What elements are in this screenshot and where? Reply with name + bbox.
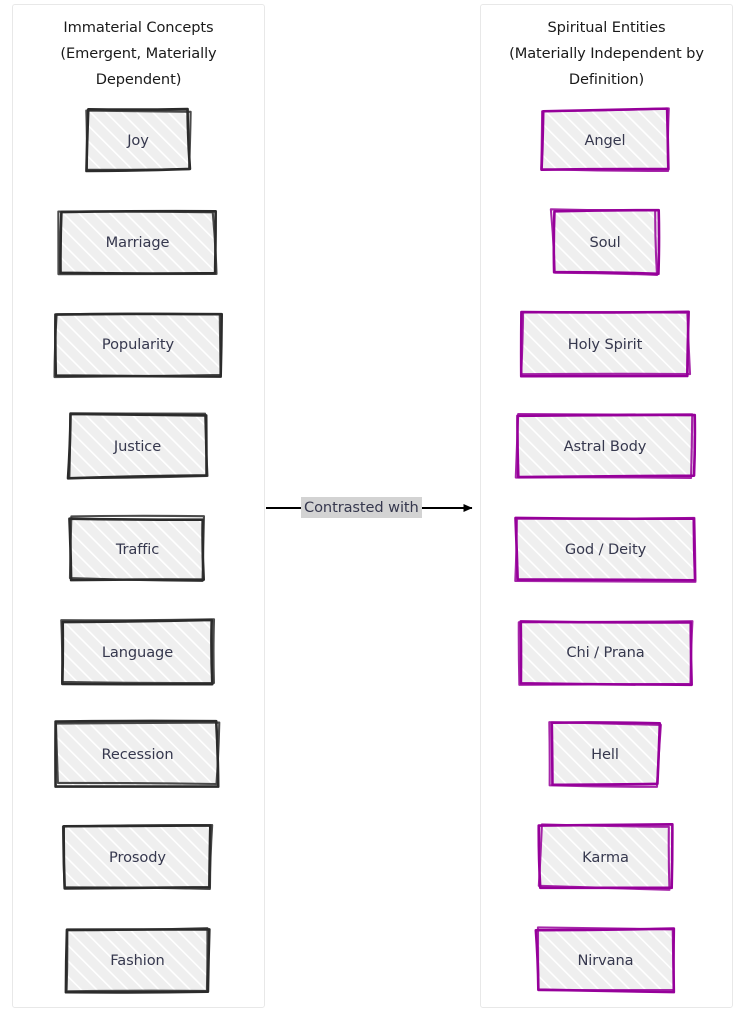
edge-label-contrasted-with: Contrasted with <box>301 497 422 518</box>
node-label: Hell <box>591 745 619 763</box>
subgraph-right-title: Spiritual Entities (Materially Independe… <box>509 19 704 88</box>
node-label: Recession <box>101 745 174 763</box>
node-label: Soul <box>589 233 621 251</box>
node-popularity[interactable]: Popularity <box>53 312 223 379</box>
node-recession[interactable]: Recession <box>54 719 221 788</box>
node-marriage[interactable]: Marriage <box>57 209 218 276</box>
node-label: Nirvana <box>577 951 634 969</box>
node-angel[interactable]: Angel <box>540 107 670 173</box>
node-label: Fashion <box>110 951 165 969</box>
node-label: Traffic <box>115 540 160 558</box>
node-hell[interactable]: Hell <box>548 721 662 788</box>
node-label: Astral Body <box>563 437 647 455</box>
node-language[interactable]: Language <box>60 618 216 686</box>
subgraph-left-title: Immaterial Concepts (Emergent, Materiall… <box>60 19 217 88</box>
node-joy[interactable]: Joy <box>85 107 192 173</box>
node-traffic[interactable]: Traffic <box>68 514 206 582</box>
node-chi-prana[interactable]: Chi / Prana <box>517 620 694 687</box>
node-label: Popularity <box>101 335 175 353</box>
node-label: Language <box>101 643 174 661</box>
node-label: Joy <box>127 131 149 149</box>
node-label: Angel <box>584 131 626 149</box>
node-label: Karma <box>582 848 629 866</box>
node-prosody[interactable]: Prosody <box>61 823 214 890</box>
node-astral-body[interactable]: Astral Body <box>514 413 697 479</box>
node-god-deity[interactable]: God / Deity <box>514 516 697 583</box>
node-label: Chi / Prana <box>566 643 645 661</box>
node-label: Prosody <box>109 848 166 866</box>
node-soul[interactable]: Soul <box>549 208 661 276</box>
node-justice[interactable]: Justice <box>66 412 209 480</box>
node-label: Justice <box>113 437 162 455</box>
node-nirvana[interactable]: Nirvana <box>534 926 676 994</box>
node-label: God / Deity <box>564 540 647 558</box>
node-holy-spirit[interactable]: Holy Spirit <box>519 310 692 378</box>
node-label: Marriage <box>105 233 170 251</box>
node-label: Holy Spirit <box>567 335 643 353</box>
node-karma[interactable]: Karma <box>537 823 674 891</box>
node-fashion[interactable]: Fashion <box>64 927 211 994</box>
